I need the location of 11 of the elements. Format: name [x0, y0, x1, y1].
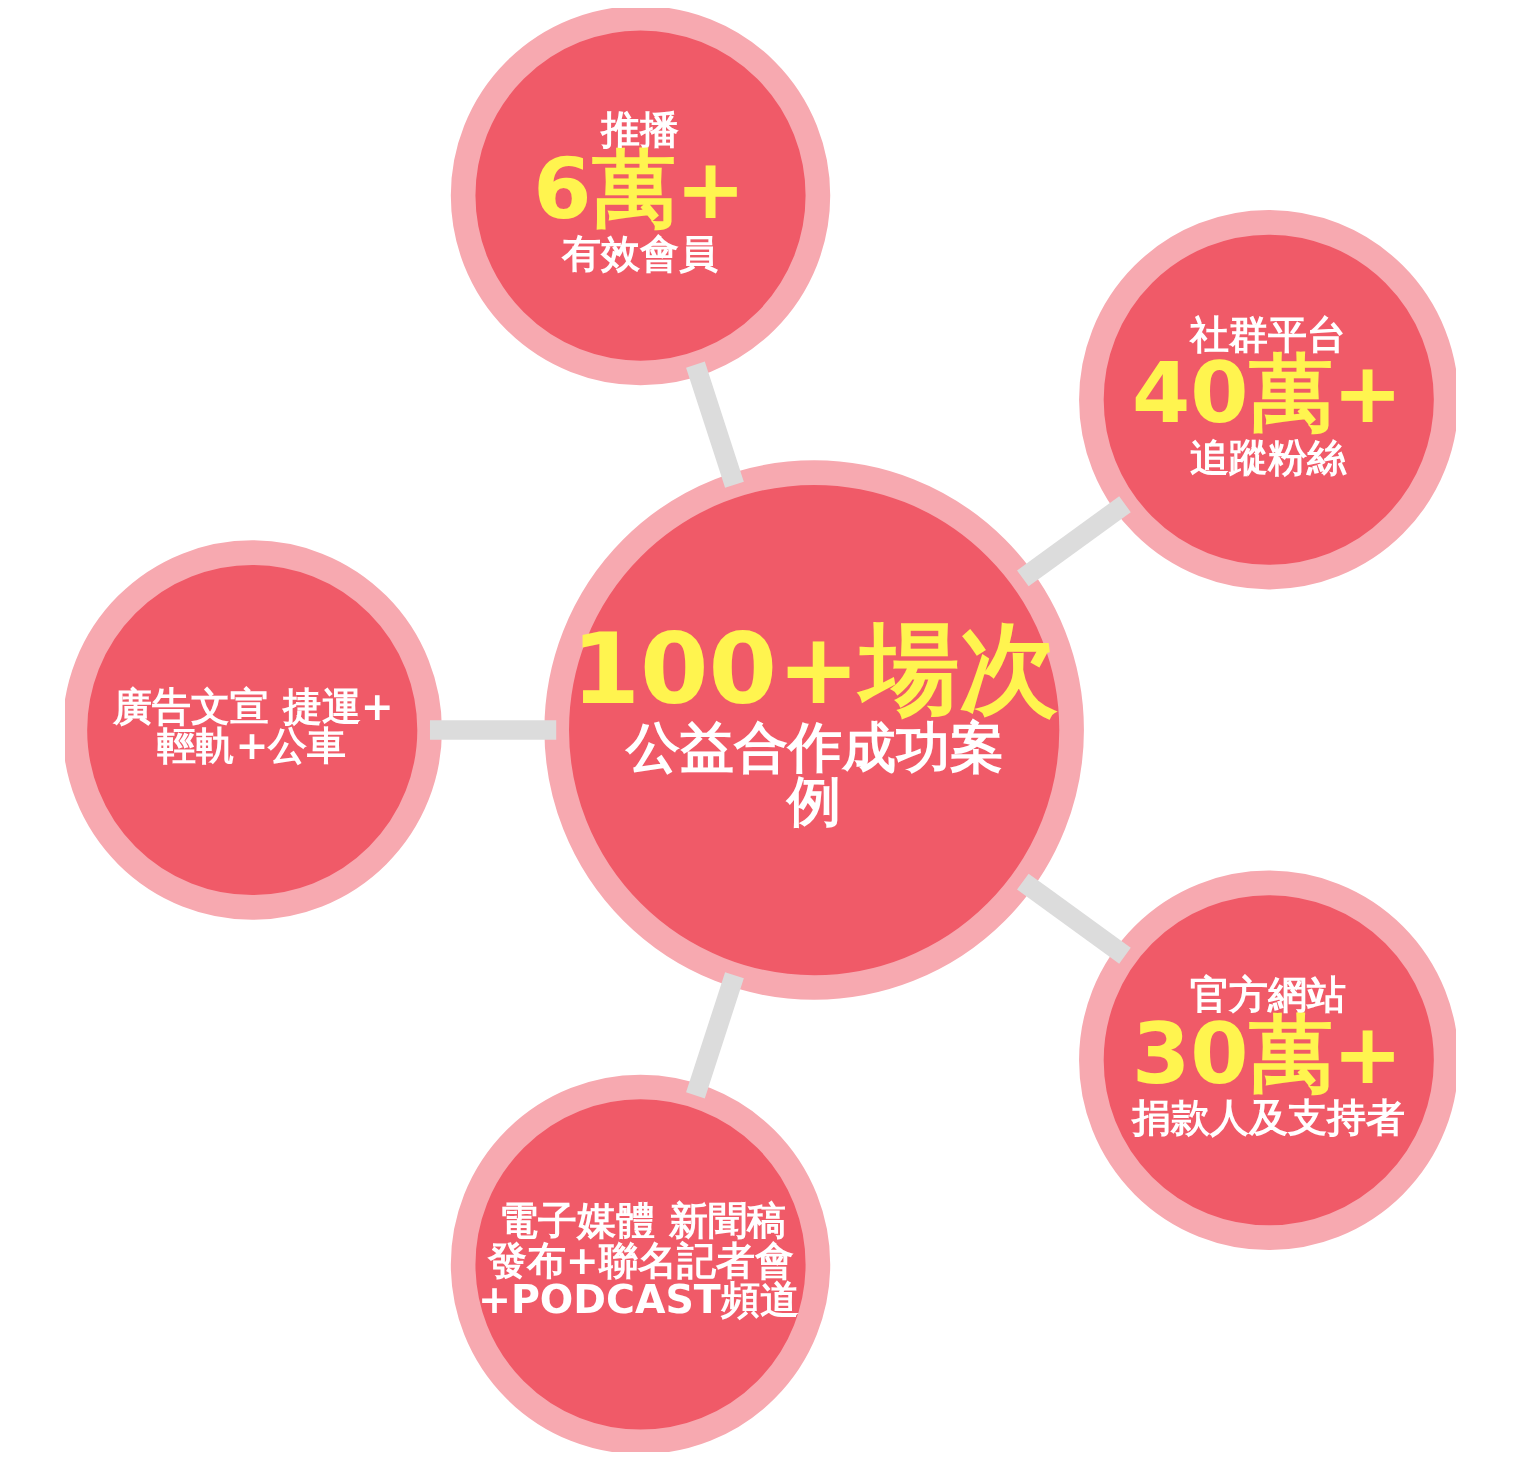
- node-circle: 100+場次 公益合作成功案例: [543, 460, 1084, 1000]
- connector: [685, 972, 744, 1099]
- node-circle: 推播 6萬+ 有效會員: [450, 8, 830, 386]
- node-circle: 廣告文宣 捷運+輕軌+公車: [64, 540, 442, 920]
- connector: [685, 361, 744, 488]
- connector: [1016, 496, 1131, 587]
- connector: [1016, 873, 1131, 964]
- node-circle: 社群平台 40萬+ 追蹤粉絲: [1078, 210, 1456, 590]
- connector: [429, 720, 556, 740]
- node-circle: 電子媒體 新聞稿發布+聯名記者會+PODCAST頻道: [450, 1074, 830, 1452]
- node-circle: 官方網站 30萬+ 捐款人及支持者: [1078, 870, 1456, 1250]
